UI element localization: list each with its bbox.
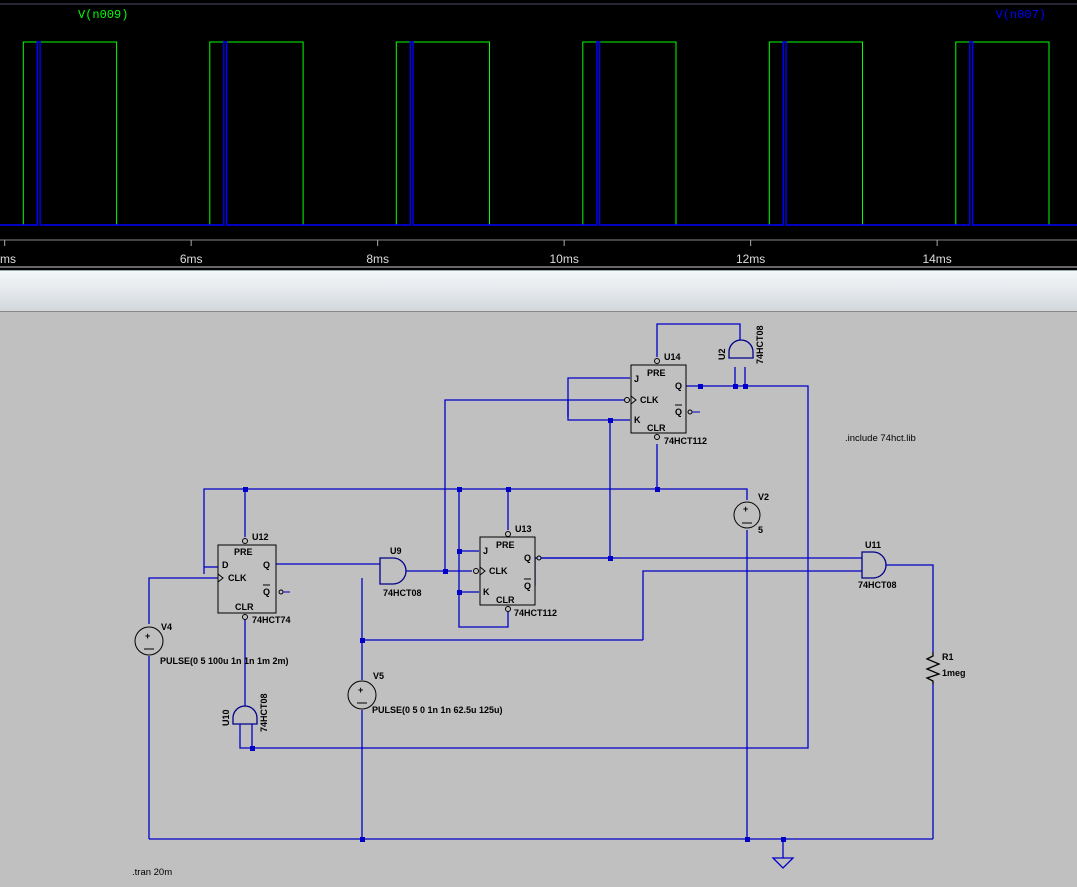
v5-label: V5 [373, 671, 384, 681]
v4-voltage-source[interactable]: + V4 PULSE(0 5 100u 1n 1n 1m 2m) [134, 622, 289, 666]
u2-model: 74HCT08 [755, 325, 765, 364]
waveform-plot-pane[interactable]: V(n009) V(n007) 4ms 6ms 8ms 10ms 12ms 14ms [0, 0, 1077, 270]
time-tick-label: 4ms [0, 252, 16, 266]
u14-qbar-pin: Q [675, 407, 682, 417]
v4-label: V4 [161, 622, 172, 632]
schematic-svg[interactable]: U14 PRE J CLK K CLR Q Q 74HCT112 U2 74HC… [0, 312, 1077, 882]
u14-q-pin: Q [675, 381, 682, 391]
u9-and-gate[interactable]: U9 74HCT08 [379, 546, 422, 598]
u14-model: 74HCT112 [664, 436, 707, 446]
u12-qbar-pin: Q [263, 587, 270, 597]
time-axis-ticks: 4ms 6ms 8ms 10ms 12ms 14ms [0, 240, 952, 266]
v4-plus-sign: + [145, 631, 150, 641]
u2-label: U2 [717, 348, 727, 360]
u14-k-pin: K [634, 415, 641, 425]
v2-value: 5 [758, 525, 763, 535]
u12-model: 74HCT74 [252, 615, 291, 625]
u12-label: U12 [252, 532, 269, 542]
u9-model: 74HCT08 [383, 588, 422, 598]
u14-label: U14 [664, 352, 681, 362]
trace-n009 [0, 41, 1077, 226]
trace-label-n007[interactable]: V(n007) [996, 8, 1046, 22]
u10-model: 74HCT08 [259, 693, 269, 732]
schematic-pane[interactable]: U14 PRE J CLK K CLR Q Q 74HCT112 U2 74HC… [0, 312, 1077, 882]
u13-flipflop[interactable]: U13 PRE J CLK K CLR Q Q 74HCT112 [473, 524, 558, 618]
u12-d-pin: D [222, 560, 229, 570]
u14-clk-pin: CLK [640, 395, 659, 405]
u11-and-gate[interactable]: U11 74HCT08 [858, 540, 897, 590]
wire-junctions [243, 384, 786, 842]
u13-model: 74HCT112 [514, 608, 557, 618]
v2-voltage-source[interactable]: + V2 5 [733, 492, 769, 535]
v5-plus-sign: + [358, 685, 363, 695]
u12-pre-pin: PRE [234, 547, 253, 557]
u14-clr-pin: CLR [647, 423, 666, 433]
u11-label: U11 [865, 540, 881, 550]
time-tick-label: 14ms [922, 252, 951, 266]
u13-clr-pin: CLR [496, 595, 515, 605]
v5-voltage-source[interactable]: + V5 PULSE(0 5 0 1n 1n 62.5u 125u) [347, 671, 503, 715]
r1-value: 1meg [942, 668, 966, 678]
u2-and-gate[interactable]: U2 74HCT08 [717, 325, 765, 364]
u14-pre-pin: PRE [647, 368, 666, 378]
u13-label: U13 [515, 524, 532, 534]
pane-splitter[interactable] [0, 270, 1077, 312]
waveform-svg[interactable]: V(n009) V(n007) 4ms 6ms 8ms 10ms 12ms 14ms [0, 0, 1077, 270]
u13-pre-pin: PRE [496, 540, 515, 550]
v5-value: PULSE(0 5 0 1n 1n 62.5u 125u) [372, 705, 503, 715]
trace-label-n009[interactable]: V(n009) [78, 8, 128, 22]
u12-q-pin: Q [263, 560, 270, 570]
r1-resistor[interactable]: R1 1meg [925, 652, 966, 684]
u14-flipflop[interactable]: U14 PRE J CLK K CLR Q Q 74HCT112 [624, 352, 708, 446]
r1-label: R1 [942, 652, 954, 662]
time-tick-label: 6ms [180, 252, 203, 266]
time-tick-label: 8ms [366, 252, 389, 266]
time-tick-label: 10ms [549, 252, 578, 266]
v2-label: V2 [758, 492, 769, 502]
include-directive[interactable]: .include 74hct.lib [845, 433, 916, 444]
u13-k-pin: K [483, 587, 490, 597]
u12-clr-pin: CLR [235, 602, 254, 612]
u13-clk-pin: CLK [489, 566, 508, 576]
u12-clk-pin: CLK [228, 573, 247, 583]
u13-q-pin: Q [524, 553, 531, 563]
ground-symbol[interactable] [771, 857, 795, 869]
v2-plus-sign: + [743, 504, 748, 514]
u12-dflipflop[interactable]: U12 PRE D CLK CLR Q Q 74HCT74 [217, 532, 291, 625]
u14-j-pin: J [634, 374, 639, 384]
u11-model: 74HCT08 [858, 580, 897, 590]
u13-j-pin: J [483, 546, 488, 556]
waveform-traces [0, 41, 1077, 226]
u10-and-gate[interactable]: U10 74HCT08 [221, 693, 269, 749]
v4-value: PULSE(0 5 100u 1n 1n 1m 2m) [160, 656, 289, 666]
u13-qbar-pin: Q [524, 581, 531, 591]
u9-label: U9 [390, 546, 402, 556]
tran-directive[interactable]: .tran 20m [132, 867, 172, 878]
u10-label: U10 [221, 709, 231, 726]
trace-n007 [0, 41, 1077, 226]
time-tick-label: 12ms [736, 252, 765, 266]
